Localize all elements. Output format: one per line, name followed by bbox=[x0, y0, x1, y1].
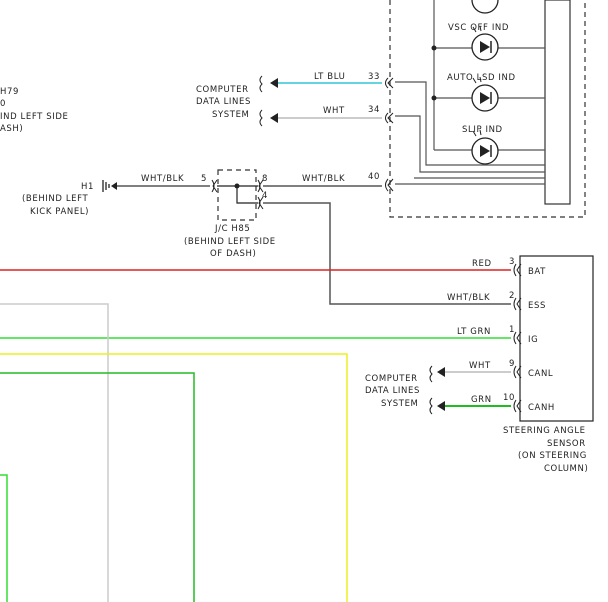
wire-wht-blk-ess bbox=[263, 202, 511, 305]
arrow-icon bbox=[270, 113, 278, 123]
top-led-partial-icon bbox=[471, 0, 499, 14]
h1-location-2: KICK PANEL) bbox=[30, 207, 89, 217]
computer-data-lines-bottom: COMPUTER DATA LINES SYSTEM bbox=[365, 365, 445, 415]
pin-34-label: 34 bbox=[368, 105, 380, 115]
pin-3-label: 3 bbox=[509, 257, 515, 267]
arrow-icon bbox=[437, 401, 445, 411]
vsc-off-ind-label: VSC OFF IND bbox=[448, 23, 509, 33]
combination-meter: VSC OFF IND AUTO LSD IND SLIP IND bbox=[389, 0, 586, 218]
wire-h1-label: WHT/BLK bbox=[141, 174, 184, 184]
wire-canh-label: GRN bbox=[471, 395, 492, 405]
slip-led-icon bbox=[471, 129, 499, 165]
jc-label: J/C H85 bbox=[214, 224, 250, 234]
arrow-icon bbox=[270, 78, 278, 88]
wire-yellow-left bbox=[0, 353, 348, 602]
left-partial-label-1: H79 bbox=[0, 87, 19, 97]
auto-lsd-ind-label: AUTO LSD IND bbox=[447, 73, 516, 83]
ground-h1: H1 (BEHIND LEFT KICK PANEL) bbox=[22, 180, 117, 217]
sensor-box bbox=[519, 255, 594, 422]
pin-name-canh: CANH bbox=[528, 403, 555, 413]
sensor-label-1: STEERING ANGLE bbox=[503, 426, 586, 436]
vsc-off-led-icon bbox=[471, 25, 499, 61]
jc-dashed-box bbox=[217, 169, 257, 221]
pin-5-label: 5 bbox=[201, 174, 207, 184]
h1-location-1: (BEHIND LEFT bbox=[22, 194, 88, 204]
left-partial-label-4: ASH) bbox=[0, 124, 23, 134]
sensor-label-3: (ON STEERING bbox=[518, 451, 587, 461]
data-lines-label: DATA LINES bbox=[196, 97, 251, 107]
pin-name-bat: BAT bbox=[528, 267, 546, 277]
h1-label: H1 bbox=[81, 182, 94, 192]
slip-ind-label: SLIP IND bbox=[462, 125, 503, 135]
sensor-label-2: SENSOR bbox=[547, 439, 586, 449]
junction-connector-h85: 8 4 J/C H85 (BEHIND LEFT SIDE OF DASH) bbox=[184, 169, 276, 259]
pin-2-label: 2 bbox=[509, 291, 515, 301]
pin-name-ess: ESS bbox=[528, 301, 546, 311]
wire-lt-blu-label: LT BLU bbox=[314, 72, 345, 82]
pin-name-canl: CANL bbox=[528, 369, 553, 379]
meter-internal-block bbox=[544, 0, 571, 205]
wire-wht-label: WHT bbox=[323, 106, 345, 116]
pin-33-label: 33 bbox=[368, 72, 380, 82]
wire-gray-left bbox=[0, 303, 109, 602]
wire-ess-label: WHT/BLK bbox=[447, 293, 490, 303]
jc-location-2: OF DASH) bbox=[210, 249, 256, 259]
connector-icon bbox=[385, 112, 394, 124]
computer-label-2: COMPUTER bbox=[365, 374, 418, 384]
pin-4-label: 4 bbox=[262, 191, 268, 201]
pin-8-label: 8 bbox=[262, 174, 268, 184]
wire-green-left bbox=[0, 372, 195, 602]
computer-label: COMPUTER bbox=[196, 85, 249, 95]
pin-40-label: 40 bbox=[368, 172, 380, 182]
data-lines-label-2: DATA LINES bbox=[365, 386, 420, 396]
connector-icon bbox=[385, 178, 394, 192]
left-partial-label-3: IND LEFT SIDE bbox=[0, 112, 68, 122]
wire-wht-blk-label: WHT/BLK bbox=[302, 174, 345, 184]
system-label-2: SYSTEM bbox=[381, 399, 418, 409]
pin-9-label: 9 bbox=[509, 359, 515, 369]
meter-dashed-border bbox=[389, 0, 586, 218]
wire-lt-grn-label: LT GRN bbox=[457, 327, 491, 337]
connector-icon bbox=[385, 77, 394, 89]
left-partial-label-2: 0 bbox=[0, 99, 6, 109]
ground-icon bbox=[102, 180, 117, 192]
jc-location-1: (BEHIND LEFT SIDE bbox=[184, 237, 276, 247]
wire-red-label: RED bbox=[472, 259, 492, 269]
auto-lsd-led-icon bbox=[471, 76, 499, 112]
wire-lt-green-left bbox=[0, 474, 8, 602]
steering-angle-sensor: BAT ESS IG CANL CANH STEERING ANGLE SENS… bbox=[503, 255, 594, 474]
arrow-icon bbox=[437, 367, 445, 377]
sensor-label-4: COLUMN) bbox=[544, 464, 588, 474]
pin-1-label: 1 bbox=[509, 325, 515, 335]
pin-name-ig: IG bbox=[528, 335, 538, 345]
pin-10-label: 10 bbox=[503, 393, 515, 403]
system-label: SYSTEM bbox=[212, 110, 249, 120]
computer-data-lines-top: COMPUTER DATA LINES SYSTEM bbox=[196, 75, 278, 127]
wire-canl-label: WHT bbox=[469, 361, 491, 371]
